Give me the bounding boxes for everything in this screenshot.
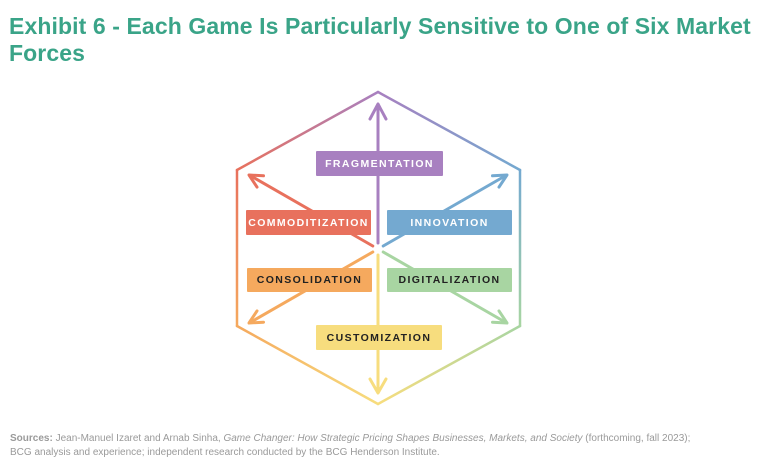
hexagon-edge-top-left [235, 90, 380, 172]
force-label-innovation: INNOVATION [410, 216, 489, 229]
force-label-consolidation: CONSOLIDATION [256, 274, 363, 286]
hexagon-edge-top-right [376, 90, 522, 172]
force-box-consolidation: CONSOLIDATION [247, 268, 372, 292]
force-box-commoditization: COMMODITIZATION [246, 210, 371, 235]
hexagon-edge-bottom-right [376, 324, 522, 406]
sources-book-title: Game Changer: How Strategic Pricing Shap… [223, 433, 583, 444]
exhibit-title: Exhibit 6 - Each Game Is Particularly Se… [9, 13, 751, 66]
force-label-digitalization: DIGITALIZATION [398, 274, 501, 286]
hexagon-edge-bottom-left [235, 324, 380, 406]
force-box-digitalization: DIGITALIZATION [387, 268, 512, 292]
force-label-customization: CUSTOMIZATION [326, 331, 432, 344]
force-box-innovation: INNOVATION [387, 210, 512, 235]
hexagon-outline [235, 90, 522, 406]
sources-authors: Jean-Manuel Izaret and Arnab Sinha, [52, 433, 224, 444]
force-box-fragmentation: FRAGMENTATION [316, 151, 443, 176]
force-label-fragmentation: FRAGMENTATION [325, 157, 434, 170]
force-box-customization: CUSTOMIZATION [316, 325, 442, 350]
sources-line-2: BCG analysis and experience; independent… [10, 447, 440, 459]
sources-suffix: (forthcoming, fall 2023); [582, 433, 691, 444]
sources-note: Sources: Jean-Manuel Izaret and Arnab Si… [10, 432, 758, 460]
arrow-down-icon [368, 253, 388, 395]
sources-label: Sources: [10, 433, 53, 444]
force-label-commoditization: COMMODITIZATION [248, 216, 369, 229]
sources-line-1: Sources: Jean-Manuel Izaret and Arnab Si… [10, 432, 758, 446]
